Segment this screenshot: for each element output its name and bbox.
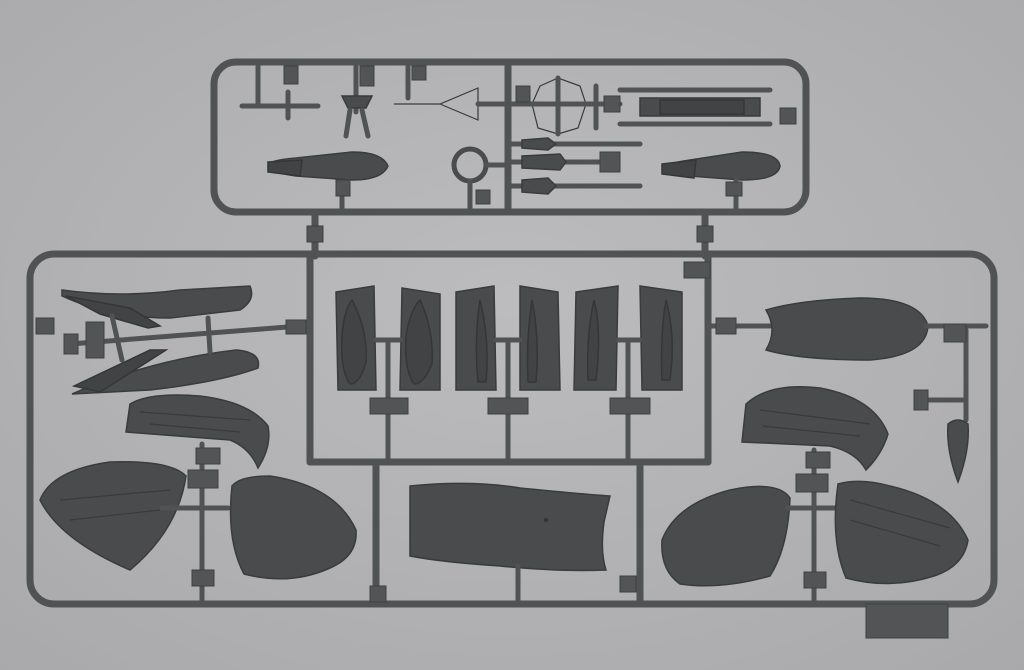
upper-left-small-parts xyxy=(239,63,511,211)
lower-left-wing-parts xyxy=(39,285,357,603)
lower-sprue-frame xyxy=(26,250,998,639)
centre-rudder-parts xyxy=(335,285,683,465)
upper-right-small-parts xyxy=(505,75,797,211)
centre-panel-part xyxy=(409,482,611,603)
lower-right-parts xyxy=(661,297,989,603)
